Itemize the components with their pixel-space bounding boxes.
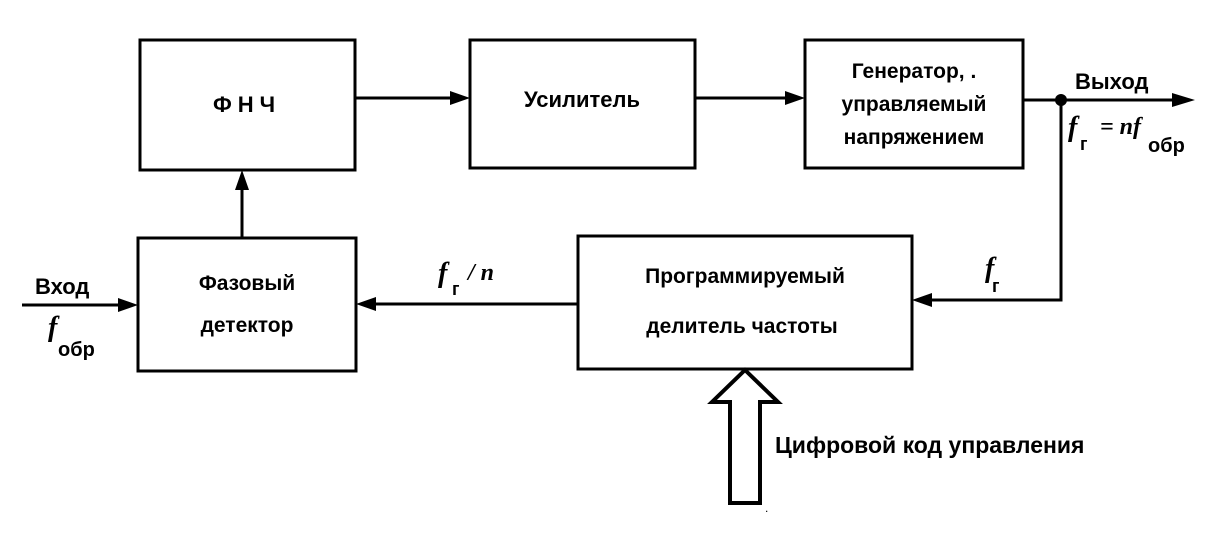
feedback-f-sub: г <box>992 276 1000 296</box>
arrowhead-vco-in <box>785 91 805 105</box>
ratio-rest: / n <box>466 260 494 286</box>
wire-feedback <box>928 100 1063 302</box>
arrowhead-pd-in <box>356 297 376 311</box>
ratio-f: f <box>438 258 450 289</box>
phase-detector-label-line2: детектор <box>201 314 294 337</box>
input-f: f <box>48 312 60 343</box>
output-f-sub: г <box>1080 134 1088 154</box>
output-label: Выход <box>1075 69 1149 94</box>
lpf-label: ФНЧ <box>213 92 281 117</box>
stray-mark: . <box>765 501 768 515</box>
amplifier-block <box>468 38 697 170</box>
phase-detector-label-line1: Фазовый <box>199 272 295 295</box>
divider-label-line2: делитель частоты <box>646 315 837 338</box>
arrowhead-amplifier-in <box>450 91 470 105</box>
lpf-block <box>138 38 357 172</box>
vco-label-line2: управляемый <box>842 93 987 116</box>
input-f-sub: обр <box>58 339 95 361</box>
divider-label-line1: Программируемый <box>645 265 845 288</box>
arrowhead-lpf-in <box>235 170 249 190</box>
control-code-arrow <box>707 367 783 505</box>
divider-block <box>576 234 914 371</box>
ratio-f-sub: г <box>452 279 460 299</box>
arrowhead-input <box>118 298 138 312</box>
phase-detector-block <box>136 236 358 373</box>
input-label: Вход <box>35 274 89 299</box>
vco-block <box>803 38 1025 170</box>
arrowhead-divider-in <box>912 293 932 307</box>
output-eq-sub: обр <box>1148 135 1185 157</box>
output-eq: = nf <box>1100 114 1143 140</box>
vco-label-line1: Генератор, . <box>852 60 977 83</box>
arrowhead-output <box>1172 93 1195 107</box>
control-code-label: Цифровой код управления <box>775 432 1084 458</box>
feedback-f: f <box>985 253 997 284</box>
output-f: f <box>1068 112 1080 143</box>
amplifier-label: Усилитель <box>524 87 640 112</box>
vco-label-line3: напряжением <box>844 126 985 149</box>
